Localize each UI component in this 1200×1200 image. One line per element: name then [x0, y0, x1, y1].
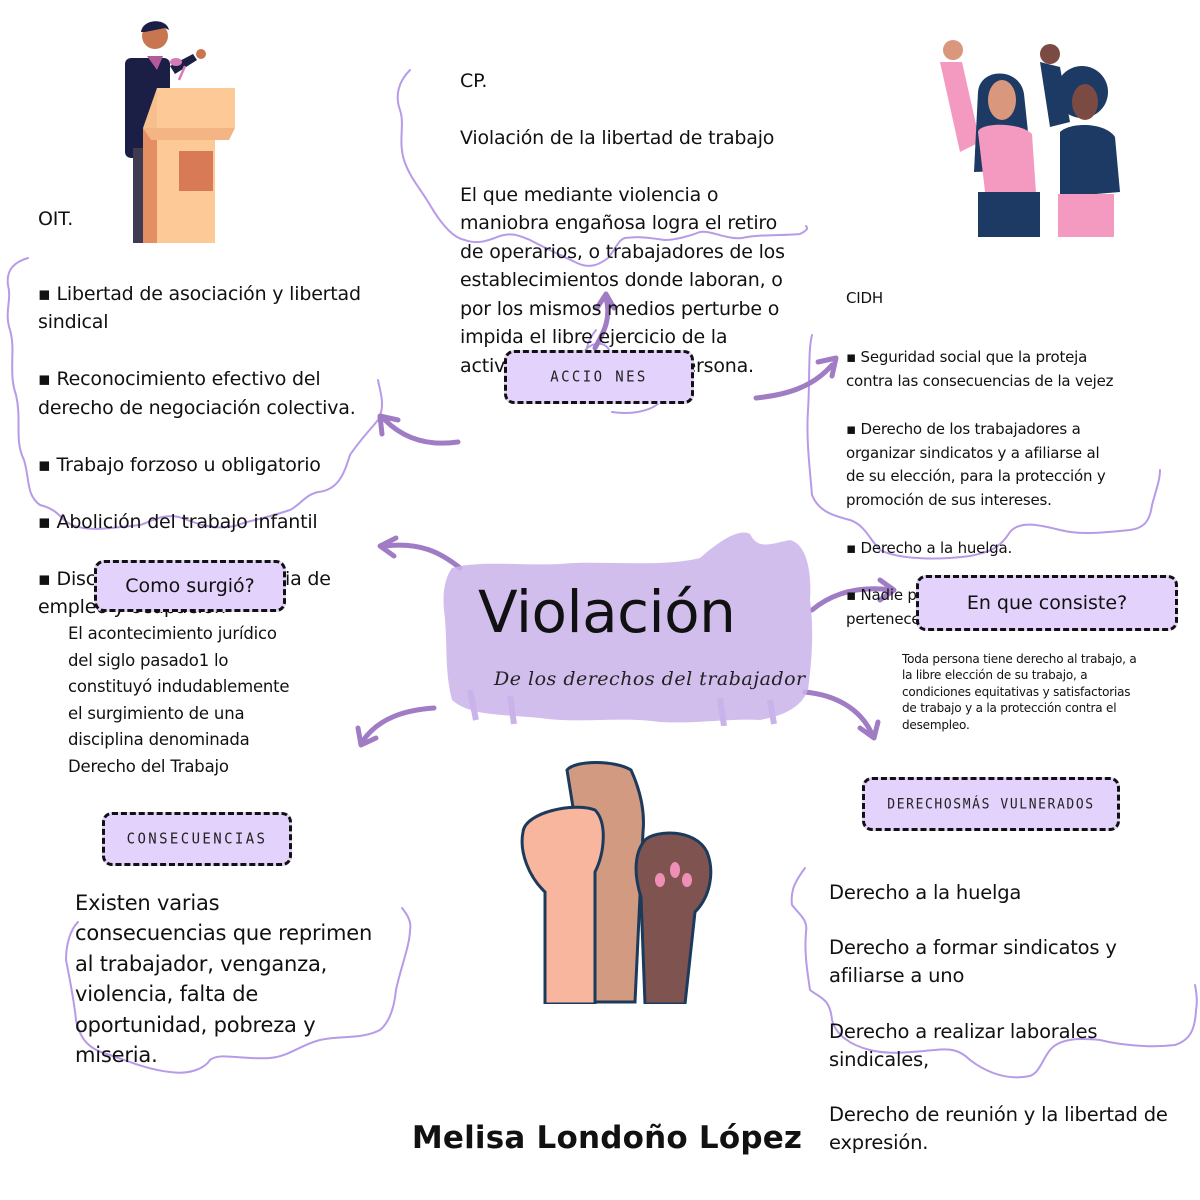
derecho-item: Derecho a la huelga [829, 880, 1022, 904]
consecuencias-body: Existen varias consecuencias que reprime… [75, 891, 373, 1068]
cp-subheading: Violación de la libertad de trabajo [460, 126, 775, 149]
cidh-item: ▪ Derecho a la huelga. [846, 538, 1013, 557]
oit-item: ▪ Libertad de asociación y libertad sind… [38, 282, 361, 334]
oit-heading: OIT. [38, 208, 74, 230]
tag-como-surgio-label: Como surgió? [125, 575, 255, 597]
derecho-item: Derecho a formar sindicatos y afiliarse … [829, 936, 1117, 988]
oit-item: ▪ Abolición del trabajo infantil [38, 510, 318, 533]
cp-block: CP. Violación de la libertad de trabajo … [460, 38, 830, 409]
cp-body: El que mediante violencia o maniobra eng… [460, 183, 785, 377]
raised-fists-illustration [520, 761, 713, 1004]
arrow-title-to-consecuencias [359, 705, 437, 745]
derecho-item: Derecho a realizar laborales sindicales, [829, 1019, 1098, 1071]
tag-en-que-consiste-label: En que consiste? [966, 592, 1128, 614]
derecho-item: Derecho de reunión y la libertad de expr… [829, 1103, 1168, 1154]
title-splash [443, 532, 813, 726]
tag-acciones-label: Accio nes [550, 368, 648, 386]
derechos-vulnerados-list: Derecho a la huelga Derecho a formar sin… [829, 851, 1199, 1185]
tag-consecuencias-label: Consecuencias [126, 830, 268, 848]
title-subtitle: De los derechos del trabajador [494, 668, 806, 690]
author-name: Melisa Londoño López [411, 1120, 803, 1156]
speaker-illustration [125, 21, 235, 243]
oit-item: ▪ Reconocimiento efectivo del derecho de… [38, 368, 356, 419]
tag-acciones: Accio nes [504, 350, 694, 404]
como-surgio-body: El acontecimiento jurídico del siglo pas… [68, 624, 290, 776]
tag-derechos-vulnerados: Derechosmás vulnerados [862, 777, 1120, 831]
oit-item: ▪ Trabajo forzoso u obligatorio [38, 453, 321, 476]
cidh-item: ▪ Derecho de los trabajadores a organiza… [846, 419, 1106, 510]
cidh-item: ▪ Seguridad social que la proteja contra… [846, 348, 1114, 391]
cp-heading: CP. [460, 69, 488, 92]
women-illustration [940, 40, 1120, 237]
tag-consecuencias: Consecuencias [102, 812, 292, 866]
tag-como-surgio: Como surgió? [94, 560, 286, 612]
tag-en-que-consiste: En que consiste? [916, 575, 1178, 631]
en-que-consiste-body: Toda persona tiene derecho al trabajo, a… [902, 652, 1137, 732]
tag-derechos-vulnerados-label: Derechosmás vulnerados [887, 795, 1095, 813]
cidh-heading: CIDH [846, 288, 883, 307]
title-main: Violación [478, 578, 736, 646]
